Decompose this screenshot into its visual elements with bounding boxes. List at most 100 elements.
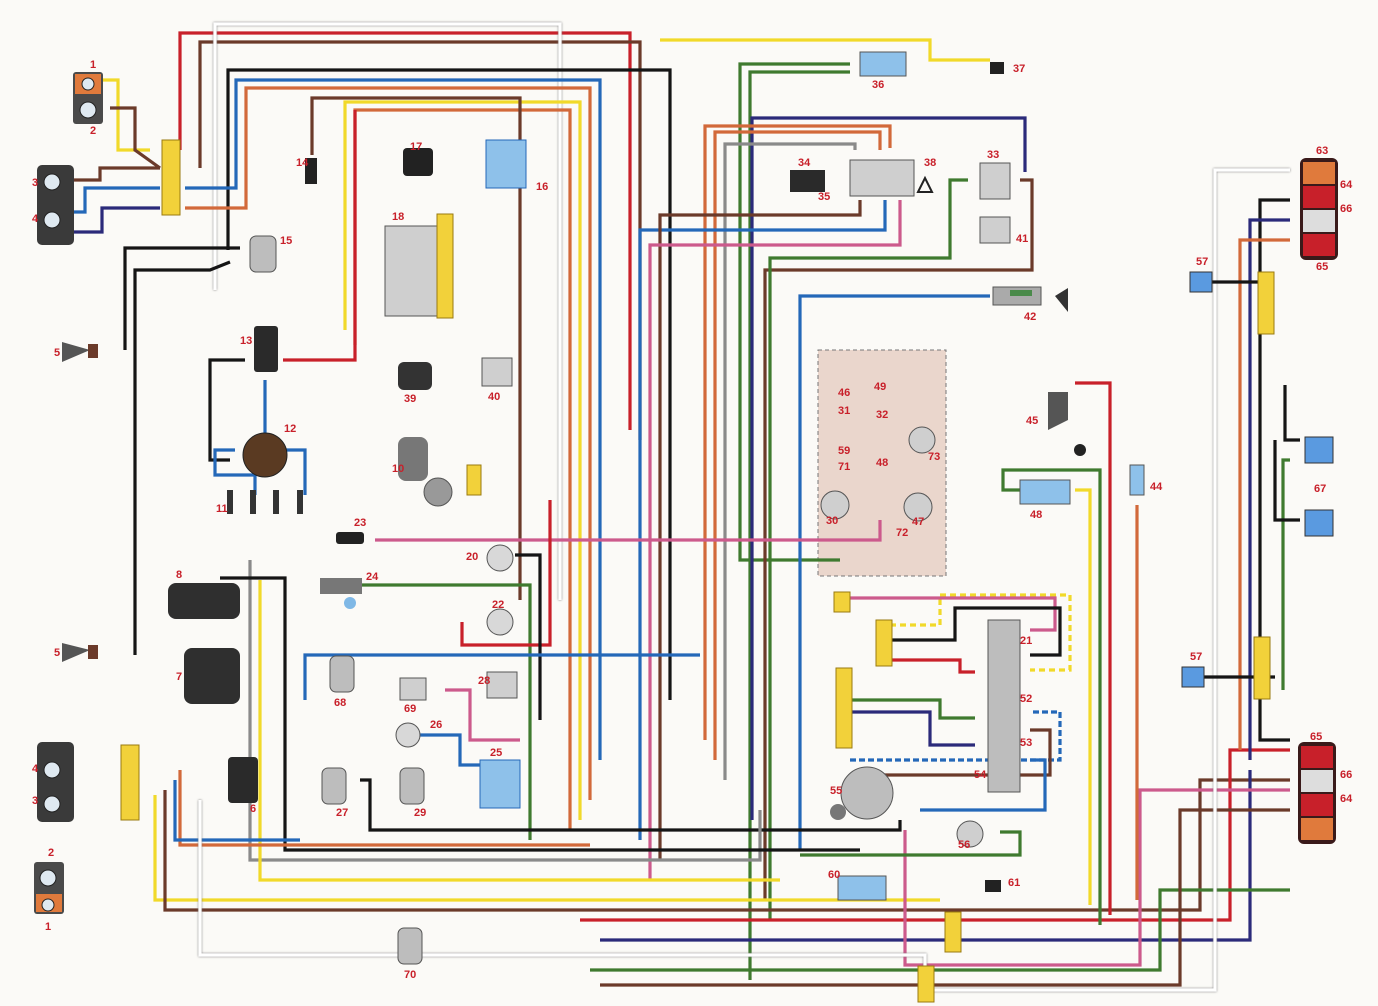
rear-turn-segment — [1303, 162, 1335, 184]
component-label-66: 66 — [1340, 769, 1352, 781]
wire-black — [226, 68, 672, 700]
wire-red-5 — [1075, 381, 1112, 915]
wire-green-3 — [768, 178, 968, 920]
component-label-57: 57 — [1196, 256, 1208, 268]
component-label-56: 56 — [958, 839, 970, 851]
wire-blue-10 — [173, 780, 300, 842]
components-layer — [34, 51, 1338, 1003]
connector-block — [944, 911, 962, 953]
wire-black-12 — [880, 606, 1062, 657]
wire-orange-6 — [1238, 238, 1290, 750]
switch-69 — [399, 677, 427, 701]
bulb-icon — [79, 101, 97, 119]
interior-lamp-48 — [1019, 479, 1071, 505]
switch-20 — [486, 544, 514, 572]
component-label-8: 8 — [176, 569, 182, 581]
wiper-motor-10 — [398, 437, 428, 481]
component-label-70: 70 — [404, 969, 416, 981]
wire-red-3 — [460, 500, 552, 647]
wire-brown-2 — [310, 96, 522, 600]
relay-70 — [397, 927, 423, 965]
wire-blue-4 — [68, 186, 160, 214]
component-label-13: 13 — [240, 335, 252, 347]
component-label-42: 42 — [1024, 311, 1036, 323]
component-label-24: 24 — [366, 571, 379, 583]
component-label-65: 65 — [1316, 261, 1328, 273]
wire-black-4 — [208, 358, 245, 462]
connector-block — [466, 464, 482, 496]
wire-green — [738, 62, 850, 562]
fuel-sensor-24 — [320, 578, 362, 594]
wire-orange — [185, 86, 592, 800]
reverse-light-switch-45 — [1048, 392, 1068, 430]
component-label-29: 29 — [414, 807, 426, 819]
connector-block — [120, 744, 140, 821]
wire-grey-2 — [248, 560, 762, 862]
fuse-44 — [1129, 464, 1145, 496]
wire-brown-9 — [850, 728, 1052, 777]
component-label-14: 14 — [296, 157, 309, 169]
component-label-72: 72 — [896, 527, 908, 539]
component-label-63: 63 — [1316, 145, 1328, 157]
plate-lamp-57-top — [1189, 271, 1213, 293]
component-label-31: 31 — [838, 405, 850, 417]
component-label-69: 69 — [404, 703, 416, 715]
temperature-gauge-47 — [903, 492, 933, 522]
horn-icon — [62, 342, 90, 362]
component-label-22: 22 — [492, 599, 504, 611]
component-label-55: 55 — [830, 785, 842, 797]
component-label-47: 47 — [912, 516, 924, 528]
spark-plug — [250, 490, 256, 514]
wire-blue-11 — [850, 710, 1062, 762]
trunk-lamp-60 — [837, 875, 887, 901]
wire-yellow-5 — [153, 795, 940, 902]
component-label-4: 4 — [32, 763, 39, 775]
wire-pink-4 — [903, 788, 1290, 967]
component-label-41: 41 — [1016, 233, 1028, 245]
component-label-10: 10 — [392, 463, 404, 475]
sensor-56 — [956, 820, 984, 848]
component-label-23: 23 — [354, 517, 366, 529]
lever-knob — [1074, 444, 1086, 456]
wire-darkblue-5 — [850, 710, 975, 747]
wire-green-2 — [748, 70, 850, 980]
component-label-65: 65 — [1310, 731, 1322, 743]
component-label-27: 27 — [336, 807, 348, 819]
rear-reverse-segment — [1303, 210, 1335, 232]
wire-orange-3 — [703, 124, 892, 740]
component-label-5: 5 — [54, 647, 60, 659]
wire-green-9 — [800, 830, 1022, 857]
component-label-2: 2 — [90, 125, 96, 137]
component-labels: 1122334455678101112131415161718202122232… — [32, 59, 1353, 981]
temp-sensor-23 — [336, 532, 364, 544]
component-label-48: 48 — [876, 457, 888, 469]
bulb-icon — [43, 795, 61, 813]
connector-block — [835, 667, 853, 749]
battery-6 — [228, 757, 258, 803]
wire-blue-9 — [420, 733, 480, 767]
wire-blue-12 — [920, 758, 1047, 812]
connector-block — [1257, 271, 1275, 335]
wire-black-5 — [515, 553, 542, 720]
fan-switch-40 — [481, 357, 513, 387]
component-label-1: 1 — [90, 59, 96, 71]
component-label-30: 30 — [826, 515, 838, 527]
wire-blue — [185, 78, 602, 760]
ignition-lock-55 — [840, 766, 894, 820]
component-label-15: 15 — [280, 235, 292, 247]
wire-blue-2 — [638, 200, 887, 840]
horn-body — [88, 344, 98, 358]
glovebox-switch-37 — [990, 62, 1004, 74]
component-label-4: 4 — [32, 213, 39, 225]
relay-68 — [329, 655, 355, 693]
wire-orange-4 — [713, 130, 882, 760]
rear-interior-lamp-67b — [1304, 509, 1334, 537]
component-label-7: 7 — [176, 671, 182, 683]
wire-yellow-6 — [1075, 488, 1092, 905]
horn-body — [88, 645, 98, 659]
fuse-block-16 — [485, 139, 527, 189]
wire-yellow-4 — [258, 580, 780, 882]
component-label-5: 5 — [54, 347, 60, 359]
fuse-block-25 — [479, 759, 521, 809]
wire-black-2 — [123, 246, 240, 350]
